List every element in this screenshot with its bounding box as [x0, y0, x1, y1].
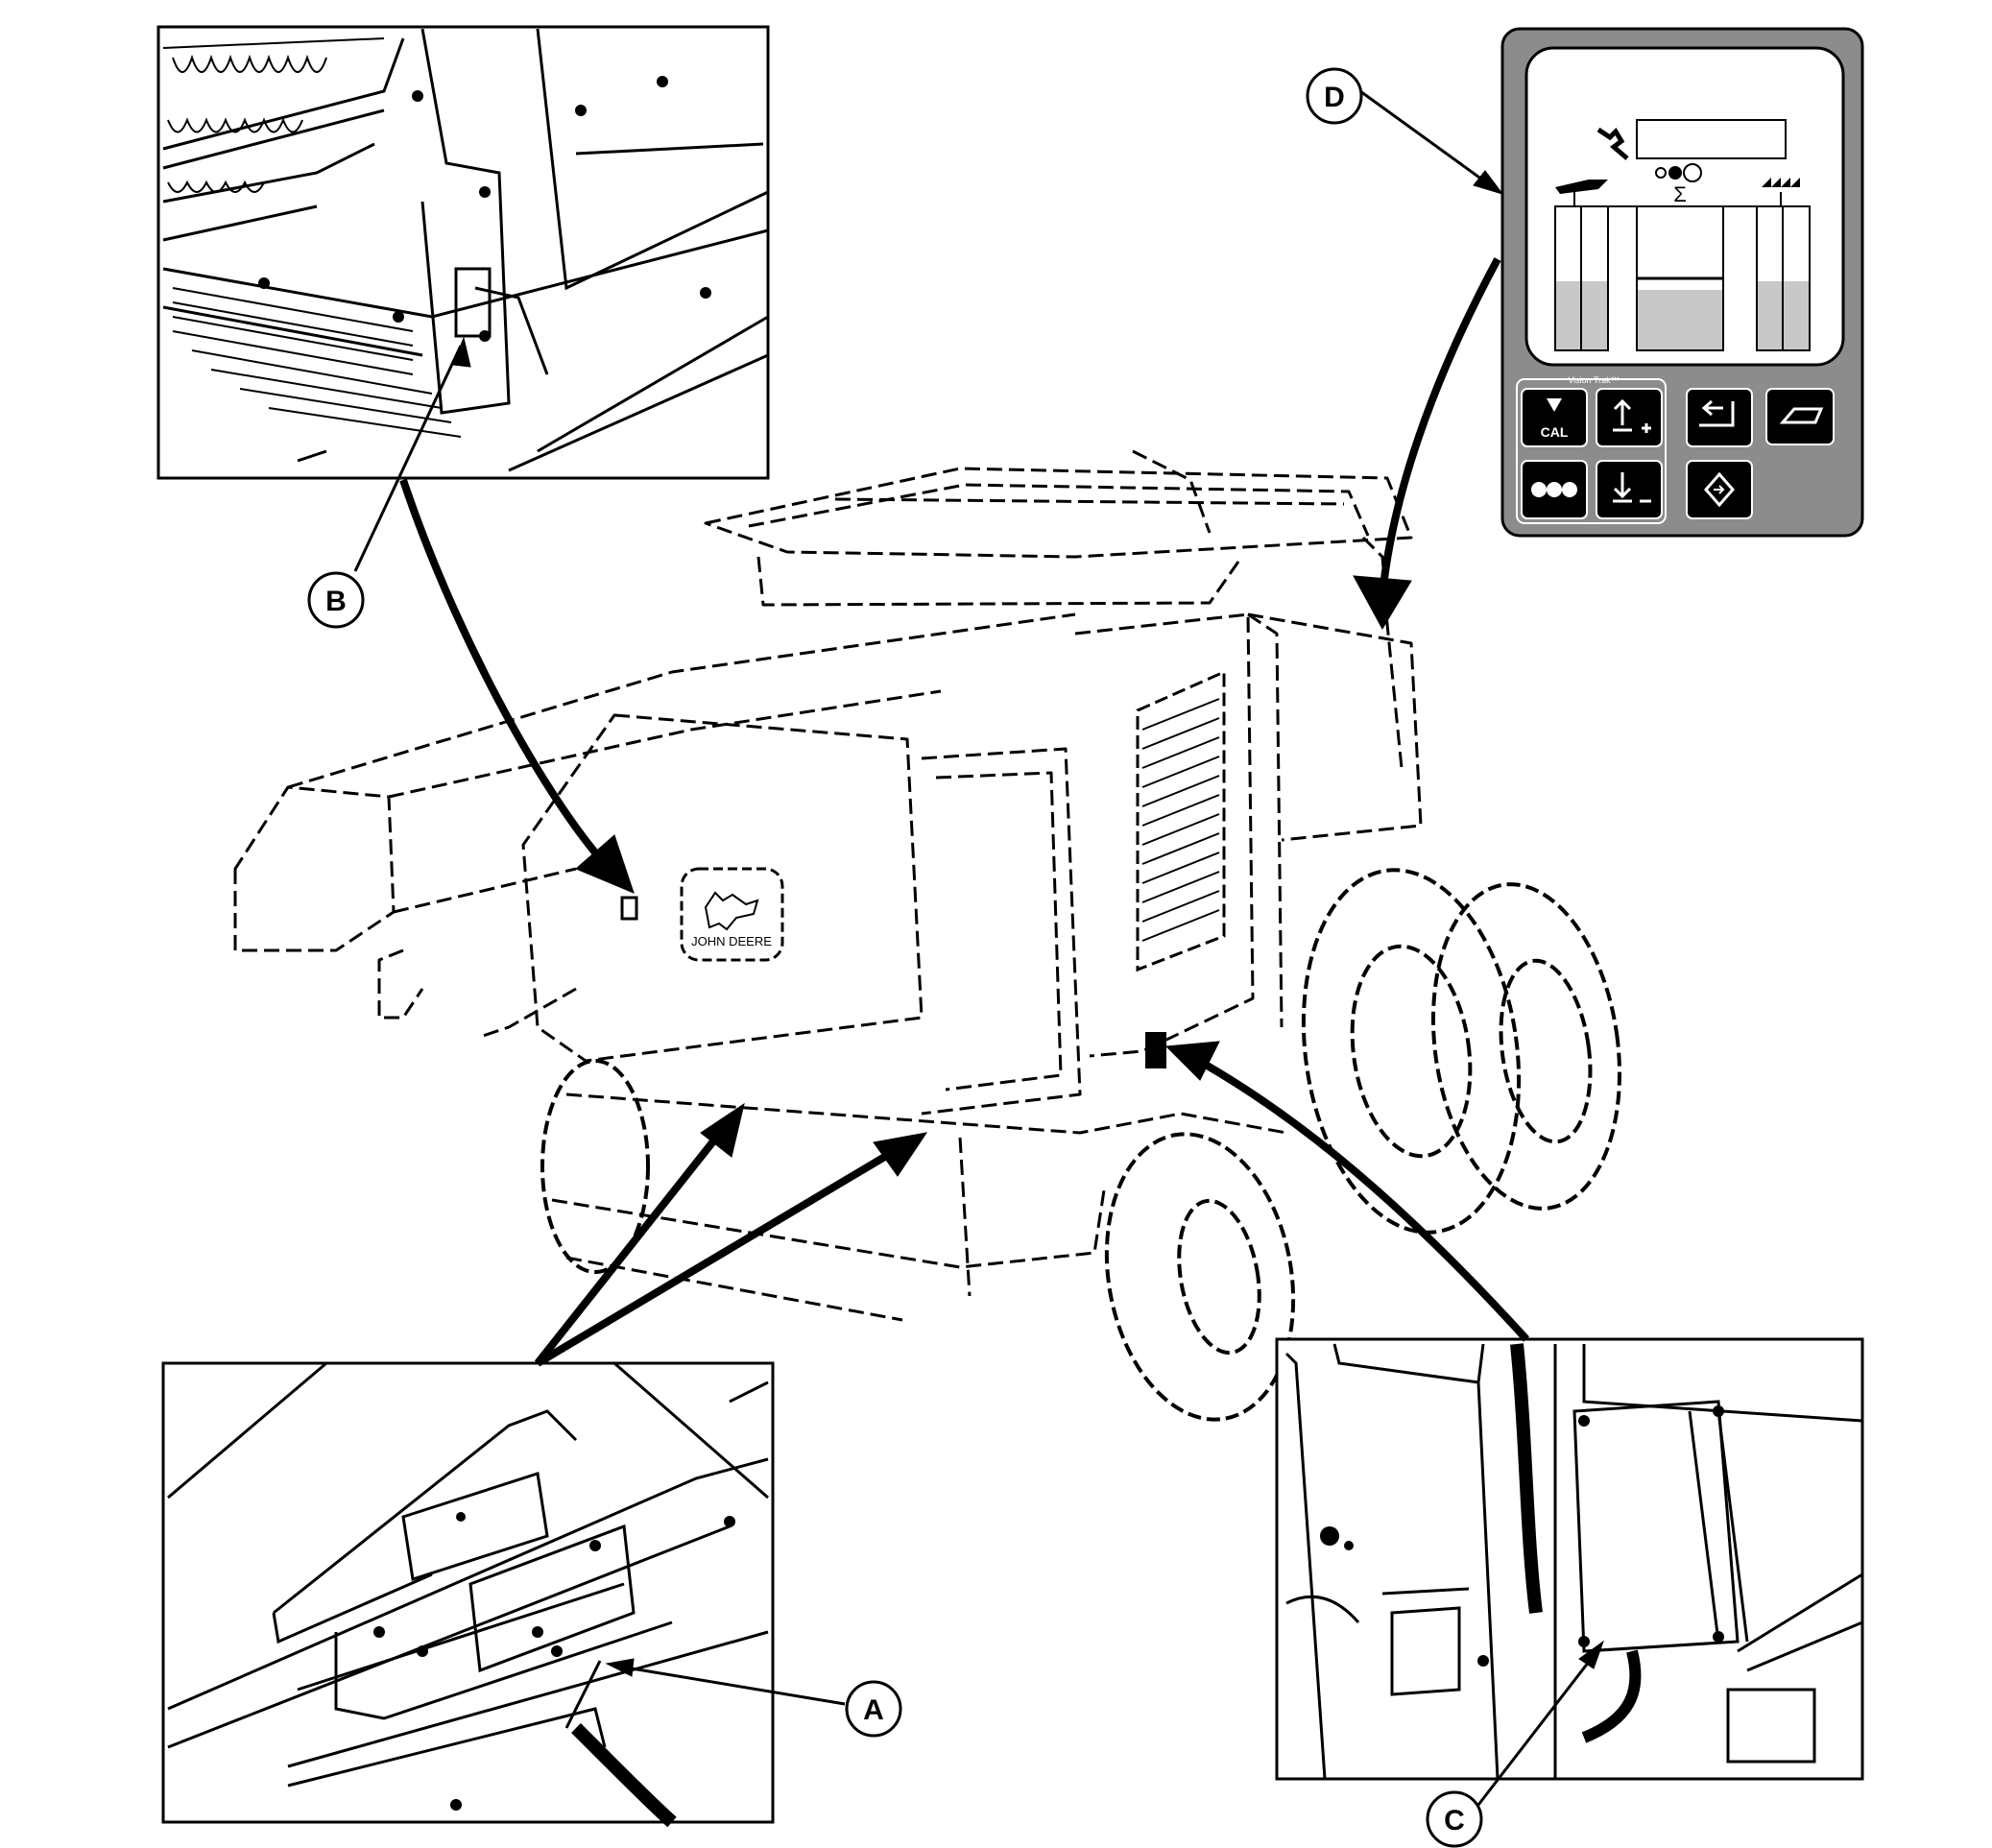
unloading-auger [233, 785, 396, 952]
engine-grille [1136, 669, 1226, 972]
cal-key[interactable]: CAL [1521, 388, 1588, 447]
engine-housing [1074, 612, 1255, 1058]
callout-a: A [845, 1680, 902, 1738]
hand-icon [1779, 407, 1824, 424]
lower-sensor-mark [1145, 1032, 1166, 1068]
wheels [540, 868, 1622, 1422]
three-dots-icon [1531, 482, 1577, 497]
dot-icon-1 [1655, 167, 1667, 179]
callout-b: B [307, 571, 365, 629]
callout-c: C [1426, 1790, 1483, 1848]
callout-b-label: B [325, 586, 347, 617]
arrow-a-right [535, 1148, 896, 1367]
john-deere-badge: JOHN DEERE [680, 867, 784, 962]
arrow-c-to-body [1188, 1052, 1529, 1342]
wrench-icon [1596, 127, 1629, 160]
screen-text-box [1636, 119, 1787, 159]
detail-panel-c [1275, 1337, 1864, 1781]
dot-icon-2 [1668, 166, 1682, 180]
front-body-panel [521, 713, 924, 1063]
arrow-d-to-cab [1379, 257, 1501, 596]
callout-a-label: A [863, 1694, 884, 1726]
cal-key-label: CAL [1541, 424, 1569, 440]
badge-brand-text: JOHN DEERE [691, 934, 772, 948]
diamond-icon [1704, 471, 1735, 508]
down-triangle-icon [1547, 398, 1562, 412]
deer-logo-icon [704, 891, 759, 931]
cable-c [1510, 1343, 1543, 1614]
return-key[interactable] [1686, 388, 1753, 447]
sawtooth-icon [1762, 178, 1800, 187]
dots-key[interactable] [1521, 460, 1588, 519]
arrow-down-minus-icon [1613, 472, 1651, 503]
arrow-b-to-body [399, 478, 609, 867]
leader-arrows [353, 84, 1605, 1806]
arrow-a-left [534, 1130, 724, 1366]
hand-key[interactable] [1765, 388, 1835, 445]
gauges [1554, 205, 1811, 351]
cable-a [571, 1723, 677, 1828]
header-crop-icon [1555, 180, 1608, 194]
front-left-wheel [1104, 1132, 1296, 1422]
decrease-key[interactable] [1596, 460, 1663, 519]
callout-c-label: C [1444, 1805, 1465, 1836]
grain-tank-top [704, 467, 1413, 559]
keypad-title: Vision Trak™ [1568, 375, 1619, 385]
front-right-wheel [540, 1059, 650, 1274]
detail-panel-b [156, 25, 770, 480]
rear-left-wheel [1301, 868, 1522, 1235]
callout-d-label: D [1324, 82, 1345, 113]
diamond-key[interactable] [1686, 460, 1753, 519]
gauge-center-fill [1637, 290, 1723, 350]
lower-frame [565, 1092, 1287, 1135]
arrow-up-plus-icon [1613, 398, 1651, 433]
callout-d: D [1306, 67, 1363, 125]
keypad-group-frame [1516, 378, 1667, 524]
increase-key[interactable] [1596, 388, 1663, 447]
dot-icon-3 [1683, 163, 1702, 182]
sum-symbol: Σ [1673, 182, 1687, 206]
rear-right-wheel [1430, 882, 1622, 1211]
return-arrow-icon [1699, 399, 1735, 427]
detail-panel-d-monitor: Σ Vision Trak™ CAL [1500, 27, 1864, 538]
detail-panel-a [161, 1361, 775, 1828]
body-sensor-mark [620, 896, 638, 921]
